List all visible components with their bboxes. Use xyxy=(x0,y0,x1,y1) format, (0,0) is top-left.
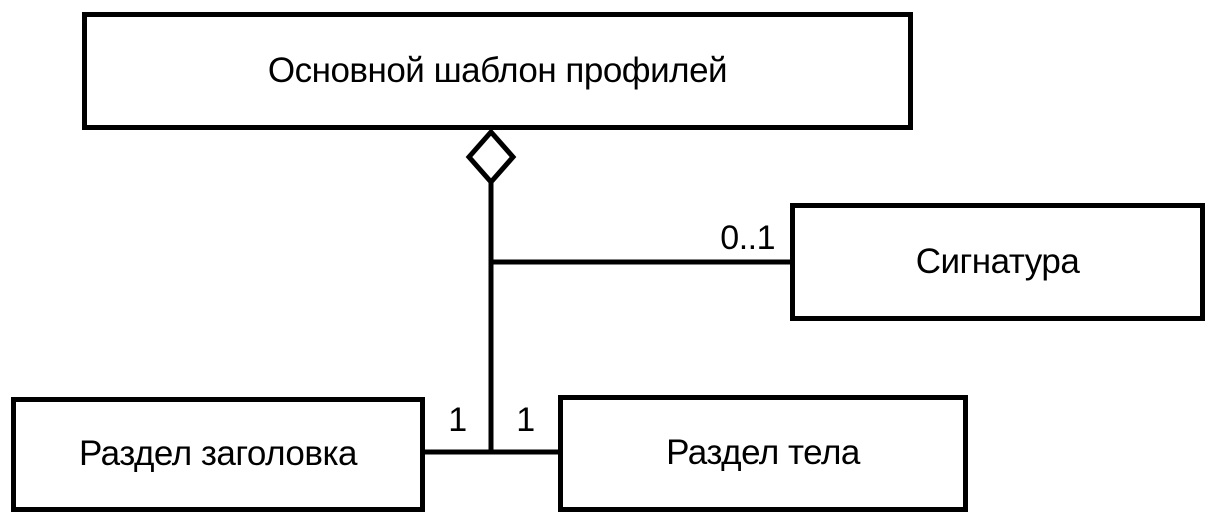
node-profile-template: Основной шаблон профилей xyxy=(82,12,913,130)
node-header-section: Раздел заголовка xyxy=(11,397,425,512)
node-profile-template-label: Основной шаблон профилей xyxy=(267,50,728,90)
node-body-section-label: Раздел тела xyxy=(666,433,860,473)
multiplicity-header-section: 1 xyxy=(448,401,467,439)
node-signature: Сигнатура xyxy=(790,203,1205,321)
aggregation-diamond-icon xyxy=(465,128,517,186)
node-signature-label: Сигнатура xyxy=(915,241,1080,281)
node-header-section-label: Раздел заголовка xyxy=(78,434,358,474)
multiplicity-signature: 0..1 xyxy=(720,219,775,257)
node-body-section: Раздел тела xyxy=(558,395,968,512)
multiplicity-body-section: 1 xyxy=(516,401,535,439)
connector-group xyxy=(425,128,790,455)
